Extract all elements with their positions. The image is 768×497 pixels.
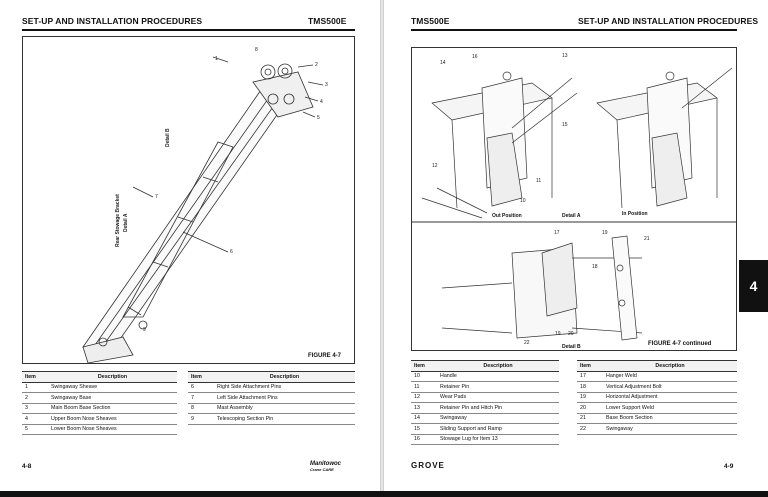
callout: 17: [554, 230, 560, 236]
callout: 21: [644, 236, 650, 242]
callout: 15: [562, 122, 568, 128]
right-header-model: TMS500E: [411, 16, 450, 26]
manitowoc-logo: Manitowoc Crane CARE: [310, 461, 341, 472]
callout: 19: [602, 230, 608, 236]
out-position-label: Out Position: [492, 213, 522, 219]
callout: 3: [325, 82, 328, 88]
callout: 4: [320, 99, 323, 105]
callout: 13: [562, 53, 568, 59]
left-header-title: SET-UP AND INSTALLATION PROCEDURES: [22, 16, 203, 26]
figure-caption: FIGURE 4-7: [308, 353, 342, 359]
left-page: SET-UP AND INSTALLATION PROCEDURES TMS50…: [0, 0, 380, 497]
left-figure: 1 2 3 4 5 6 7 8 9 Detail B Rear Stowage …: [22, 36, 355, 364]
detail-b-label: Detail B: [562, 344, 581, 350]
col-description: Description: [214, 371, 355, 383]
callout: 19: [555, 331, 561, 337]
boom-illustration: [82, 56, 324, 364]
col-item: Item: [577, 360, 603, 372]
col-description: Description: [603, 360, 737, 372]
callout: 22: [524, 340, 530, 346]
col-item: Item: [411, 360, 437, 372]
detail-b-label: Detail B: [165, 128, 171, 147]
detail-illustrations: [412, 67, 736, 341]
bottom-strip: [0, 491, 768, 497]
callout: 18: [592, 264, 598, 270]
page-spine: [380, 0, 384, 497]
callout: 14: [440, 60, 446, 66]
callout: 16: [472, 54, 478, 60]
callout: 7: [155, 194, 158, 200]
page-number: 4-8: [22, 463, 32, 470]
col-item: Item: [22, 371, 48, 383]
left-header-rule: [22, 29, 355, 31]
callout: 2: [315, 62, 318, 68]
right-header-rule: [411, 29, 737, 31]
col-item: Item: [188, 371, 214, 383]
detail-a-label: Detail A: [123, 213, 129, 232]
callout: 8: [255, 47, 258, 53]
col-description: Description: [48, 371, 177, 383]
col-description: Description: [437, 360, 559, 372]
figure-caption-continued: FIGURE 4-7 continued: [648, 341, 712, 347]
page-number: 4-9: [724, 463, 734, 470]
callout: 5: [317, 115, 320, 121]
in-position-label: In Position: [622, 211, 648, 217]
callout: 12: [432, 163, 438, 169]
grove-logo: GROVE: [411, 461, 445, 470]
rear-stowage-label: Rear Stowage Bracket: [115, 194, 121, 247]
callout: 6: [230, 249, 233, 255]
callout: 10: [520, 198, 526, 204]
callout: 11: [536, 178, 542, 184]
right-figure: 14 16 13 12 15 11 10 Out Position Detail…: [411, 47, 737, 351]
left-header-model: TMS500E: [308, 16, 347, 26]
callout: 1: [215, 56, 218, 62]
section-tab[interactable]: 4: [739, 260, 768, 312]
callout: 20: [568, 331, 574, 337]
detail-a-label: Detail A: [562, 213, 581, 219]
right-header-title: SET-UP AND INSTALLATION PROCEDURES: [578, 16, 759, 26]
callout: 9: [143, 327, 146, 333]
right-page: TMS500E SET-UP AND INSTALLATION PROCEDUR…: [384, 0, 768, 497]
